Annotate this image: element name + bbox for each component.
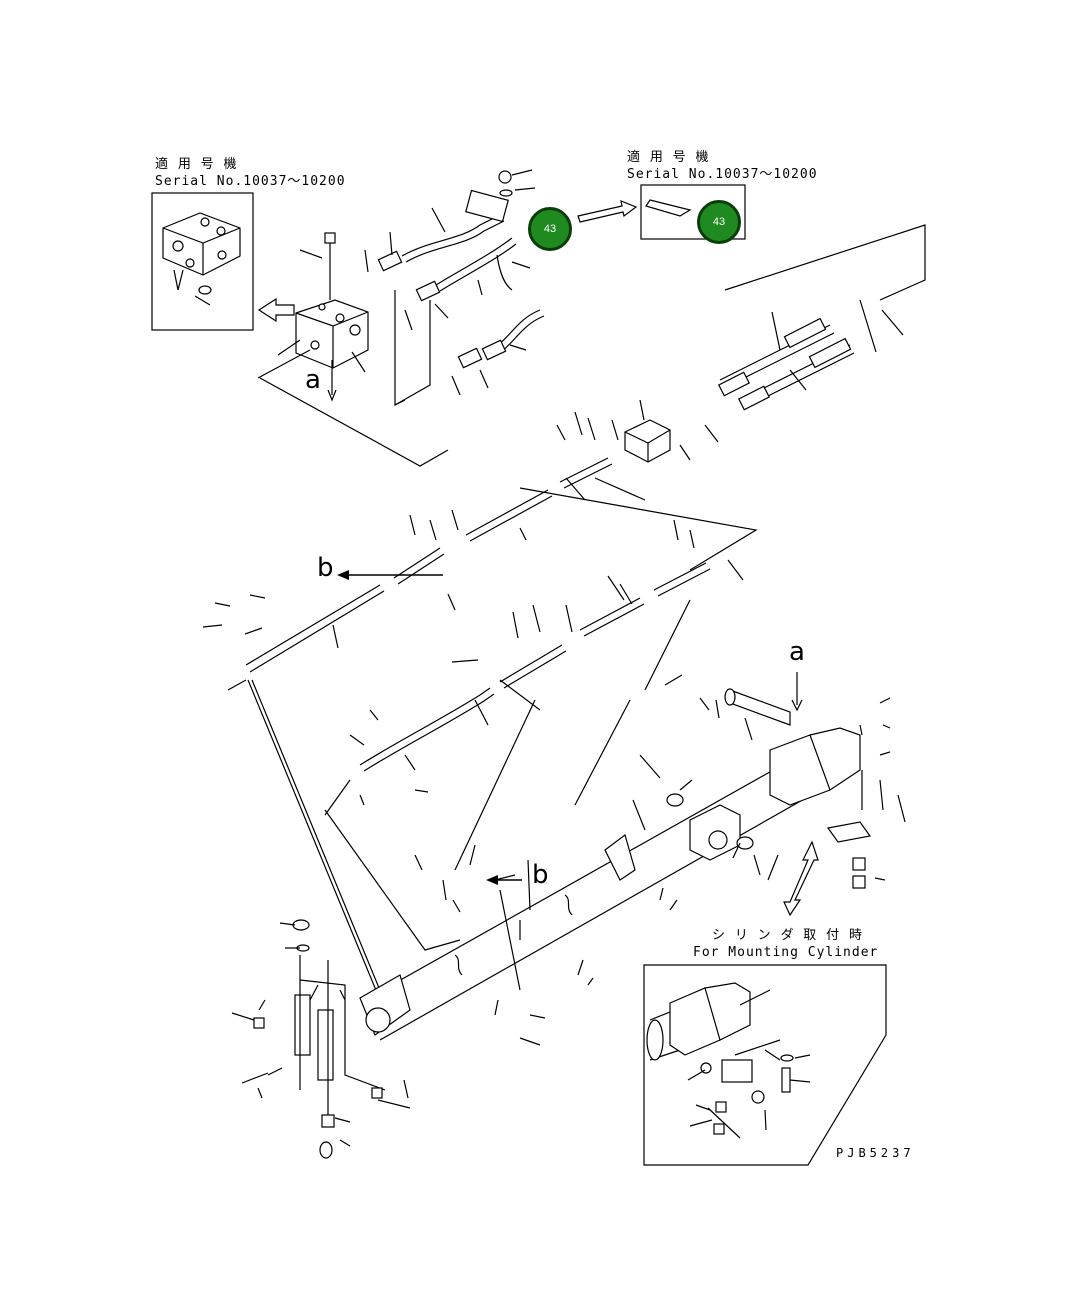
arrow-b-left [337, 570, 443, 580]
valve-block-inset [162, 212, 241, 295]
inset-right-label-jp: 適 用 号 機 [627, 150, 710, 165]
inset-left-serial-label: Serial No.10037～10200 [155, 174, 346, 189]
mounting-detail [646, 982, 794, 1139]
view-label-b-left: b [317, 553, 334, 583]
inset-left-label-jp: 適 用 号 機 [155, 157, 238, 172]
drawing-code: PJB5237 [836, 1146, 915, 1160]
mount-bracket [231, 919, 411, 1159]
view-label-a-top: a [305, 365, 321, 395]
hoses-upper-right [624, 224, 926, 463]
inset-right-serial-label: Serial No.10037～10200 [627, 167, 818, 182]
hoses-top [377, 170, 545, 406]
hydraulic-cylinder [359, 672, 861, 1041]
part-marker-43-inset[interactable]: 43 [697, 200, 741, 244]
inset-box-mounting-cylinder [643, 964, 887, 1166]
small-bracket [826, 821, 872, 843]
bracket-inset [645, 199, 692, 217]
inset-bottom-label-jp: シ リ ン ダ 取 付 時 [712, 928, 863, 943]
pipes [245, 457, 758, 1001]
nut-2 [852, 875, 866, 889]
inset-box-serial-left [151, 192, 254, 331]
inset-bottom-label-en: For Mounting Cylinder [693, 945, 879, 960]
leader-lines [173, 169, 906, 1147]
arrow-to-right-inset [577, 200, 638, 223]
view-label-a-cylinder: a [789, 637, 805, 667]
inset-box-serial-right [640, 184, 746, 240]
nut-1 [852, 857, 866, 871]
view-label-b-mid: b [532, 860, 549, 890]
arrow-b-mid [486, 875, 522, 885]
main-valve-block [257, 232, 449, 467]
arrow-to-inset [257, 297, 295, 323]
double-arrow [783, 840, 819, 917]
part-marker-43-main[interactable]: 43 [528, 207, 572, 251]
